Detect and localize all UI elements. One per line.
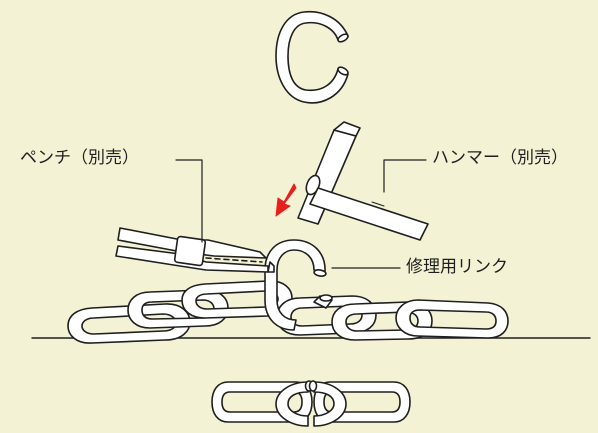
pliers (115, 227, 275, 273)
left-chain (67, 280, 293, 344)
link-stub (313, 294, 333, 309)
leader-lines (175, 159, 427, 269)
strike-arrow (275, 183, 297, 217)
hammer-leader (383, 159, 427, 193)
right-chain (276, 295, 509, 341)
pliers-leader (175, 159, 203, 243)
hammer-label: ハンマー（別売） (432, 148, 568, 168)
repair-link-in-place (264, 239, 327, 331)
pliers-label: ペンチ（別売） (20, 148, 139, 168)
hammer (297, 121, 429, 241)
bottom-links-detail (211, 380, 411, 427)
open-repair-link-top (275, 10, 349, 104)
repair-link-label: 修理用リンク (406, 257, 508, 277)
